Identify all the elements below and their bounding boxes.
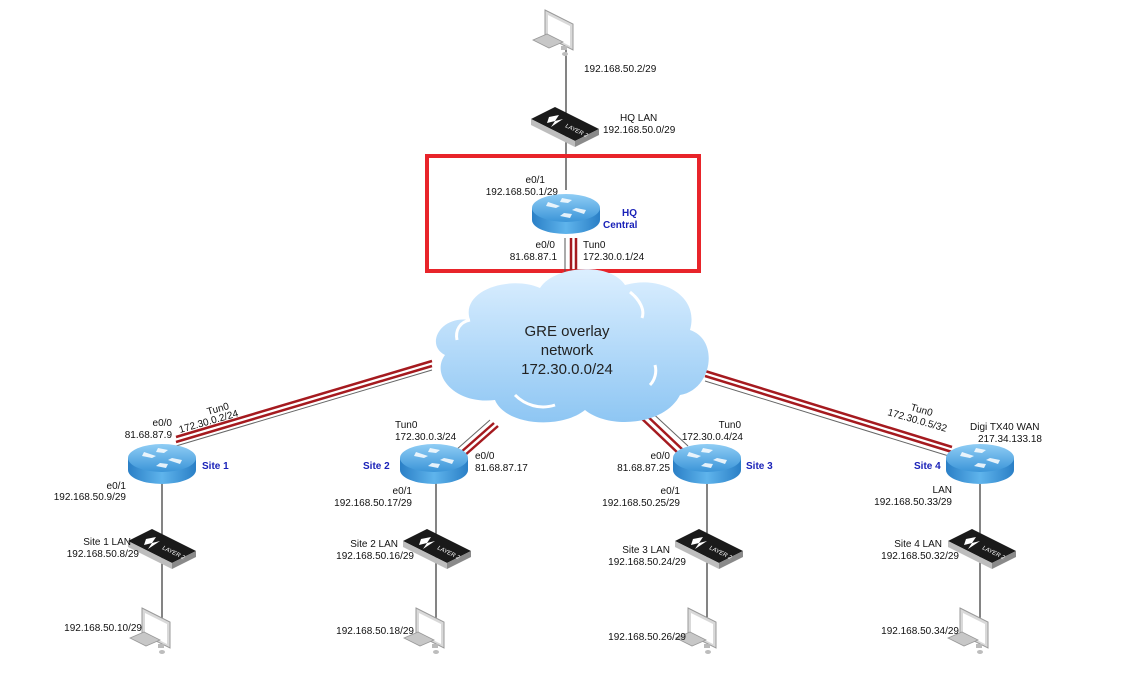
- cloud-label-line2: network: [541, 342, 594, 359]
- hq-pc-icon: [532, 9, 574, 57]
- site3-lan-subnet: 192.168.50.24/29: [608, 557, 686, 568]
- site3-router-icon: [673, 444, 741, 484]
- site4-name: Site 4: [914, 461, 941, 472]
- hq-router-name-2: Central: [603, 220, 638, 231]
- site1-tunnel: [175, 359, 433, 447]
- hq-highlight-box: [425, 154, 701, 273]
- site1-lan-subnet: 192.168.50.8/29: [67, 549, 140, 560]
- site2-switch-icon: [403, 529, 471, 569]
- site1-pc-ip: 192.168.50.10/29: [64, 623, 142, 634]
- site4-switch-icon: [948, 529, 1016, 569]
- site3-tun-if: Tun0: [719, 420, 742, 431]
- site1-lan-ip: 192.168.50.9/29: [54, 492, 127, 503]
- hq-pc-ip: 192.168.50.2/29: [584, 64, 657, 75]
- site4-tunnel: [704, 369, 953, 458]
- site2-lan-name: Site 2 LAN: [350, 539, 398, 550]
- site2-wan-ip: 81.68.87.17: [475, 463, 528, 474]
- site4-lan-ip: 192.168.50.33/29: [874, 497, 952, 508]
- site3-name: Site 3: [746, 461, 773, 472]
- site4-wan-ip: 217.34.133.18: [978, 434, 1042, 445]
- hq-router-icon: [532, 194, 600, 234]
- hq-lan-if: e0/1: [526, 175, 546, 186]
- site2-wan-if: e0/0: [475, 451, 495, 462]
- site1-lan-name: Site 1 LAN: [83, 537, 131, 548]
- cloud-label-line3: 172.30.0.0/24: [521, 361, 613, 378]
- site2-lan-ip: 192.168.50.17/29: [334, 498, 412, 509]
- hq-lan-subnet: 192.168.50.0/29: [603, 125, 676, 136]
- hq-wan-ip: 81.68.87.1: [510, 252, 558, 263]
- hq-switch-icon: [531, 107, 599, 147]
- site2-pc-ip: 192.168.50.18/29: [336, 626, 414, 637]
- site2-lan-subnet: 192.168.50.16/29: [336, 551, 414, 562]
- site3-pc-icon: [675, 607, 717, 655]
- site3-pc-ip: 192.168.50.26/29: [608, 632, 686, 643]
- site1-router-icon: [128, 444, 196, 484]
- site4-lan-name: Site 4 LAN: [894, 539, 942, 550]
- hq-lan-name: HQ LAN: [620, 113, 657, 124]
- hq-tun-if: Tun0: [583, 240, 606, 251]
- site2-tun-ip: 172.30.0.3/24: [395, 432, 457, 443]
- site4-pc-ip: 192.168.50.34/29: [881, 626, 959, 637]
- cloud-label-line1: GRE overlay: [524, 323, 610, 340]
- site1-wan-if: e0/0: [153, 418, 173, 429]
- site1-lan-if: e0/1: [107, 481, 127, 492]
- hq-tun-ip: 172.30.0.1/24: [583, 252, 645, 263]
- site4-lan-if: LAN: [933, 485, 952, 496]
- site2-name: Site 2: [363, 461, 390, 472]
- site3-wan-if: e0/0: [651, 451, 671, 462]
- hq-wan-if: e0/0: [536, 240, 556, 251]
- hq-lan-ip: 192.168.50.1/29: [486, 187, 559, 198]
- site3-tun-ip: 172.30.0.4/24: [682, 432, 744, 443]
- site2-tun-if: Tun0: [395, 420, 418, 431]
- site4-wan-if: Digi TX40 WAN: [970, 422, 1039, 433]
- gre-cloud-icon: [435, 269, 709, 423]
- site4-router-icon: [946, 444, 1014, 484]
- site2-router-icon: [400, 444, 468, 484]
- site1-wan-ip: 81.68.87.9: [125, 430, 173, 441]
- site3-lan-name: Site 3 LAN: [622, 545, 670, 556]
- site3-lan-ip: 192.168.50.25/29: [602, 498, 680, 509]
- site4-lan-subnet: 192.168.50.32/29: [881, 551, 959, 562]
- hq-router-name-1: HQ: [622, 208, 637, 219]
- site1-name: Site 1: [202, 461, 229, 472]
- site2-tunnel: [455, 419, 499, 457]
- site2-lan-if: e0/1: [393, 486, 413, 497]
- site3-wan-ip: 81.68.87.25: [617, 463, 670, 474]
- site3-lan-if: e0/1: [661, 486, 681, 497]
